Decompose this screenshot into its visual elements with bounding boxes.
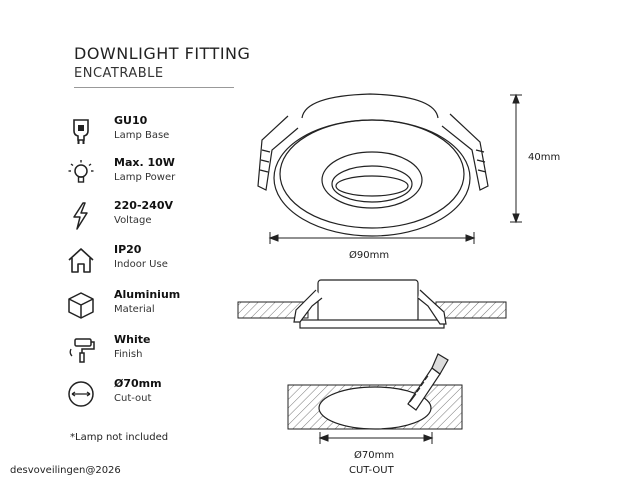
title-divider <box>74 87 234 88</box>
page-title: DOWNLIGHT FITTING <box>74 44 251 63</box>
spec-label: Material <box>114 304 155 315</box>
spec-label: Lamp Base <box>114 130 170 141</box>
diameter-label: Ø90mm <box>349 249 389 261</box>
cutout-label: CUT-OUT <box>349 465 395 476</box>
ceiling-section-drawing <box>237 279 507 329</box>
height-label: 40mm <box>528 152 560 163</box>
spec-voltage: 220-240V Voltage <box>60 199 260 239</box>
spec-value: White <box>114 333 151 346</box>
page-subtitle: ENCATRABLE <box>74 66 164 81</box>
saw-icon <box>407 353 449 411</box>
lamp-not-included-note: *Lamp not included <box>70 432 169 443</box>
fitting-perspective-drawing <box>257 93 489 237</box>
cube-icon <box>68 292 94 319</box>
spec-lamp-power: Max. 10W Lamp Power <box>60 156 260 196</box>
spec-value: GU10 <box>114 114 148 127</box>
spec-value: Max. 10W <box>114 156 175 169</box>
spec-value: Aluminium <box>114 288 181 301</box>
spec-label: Lamp Power <box>114 172 176 183</box>
spec-value: Ø70mm <box>114 377 162 390</box>
spec-finish: White Finish <box>60 333 260 373</box>
spec-value: IP20 <box>114 243 142 256</box>
house-icon <box>68 248 94 273</box>
spec-label: Finish <box>114 349 143 360</box>
spec-value: 220-240V <box>114 199 174 212</box>
spec-cutout: Ø70mm Cut-out <box>60 377 260 417</box>
spec-label: Voltage <box>114 215 152 226</box>
spec-lamp-base: GU10 Lamp Base <box>60 114 260 154</box>
gu10-bulb-icon <box>73 119 89 144</box>
height-dimension <box>510 93 522 224</box>
light-bulb-icon <box>68 160 94 183</box>
diameter-dimension <box>268 232 476 244</box>
diameter-icon <box>68 381 94 407</box>
spec-label: Indoor Use <box>114 259 168 270</box>
spec-label: Cut-out <box>114 393 152 404</box>
spec-ip-rating: IP20 Indoor Use <box>60 243 260 283</box>
cutout-diameter-label: Ø70mm <box>354 449 394 461</box>
cutout-drawing <box>287 353 463 430</box>
watermark-text: desvoveilingen@2026 <box>10 465 121 476</box>
cutout-dimension <box>318 432 434 444</box>
lightning-icon <box>73 202 88 230</box>
paint-roller-icon <box>69 338 95 363</box>
spec-material: Aluminium Material <box>60 288 260 328</box>
